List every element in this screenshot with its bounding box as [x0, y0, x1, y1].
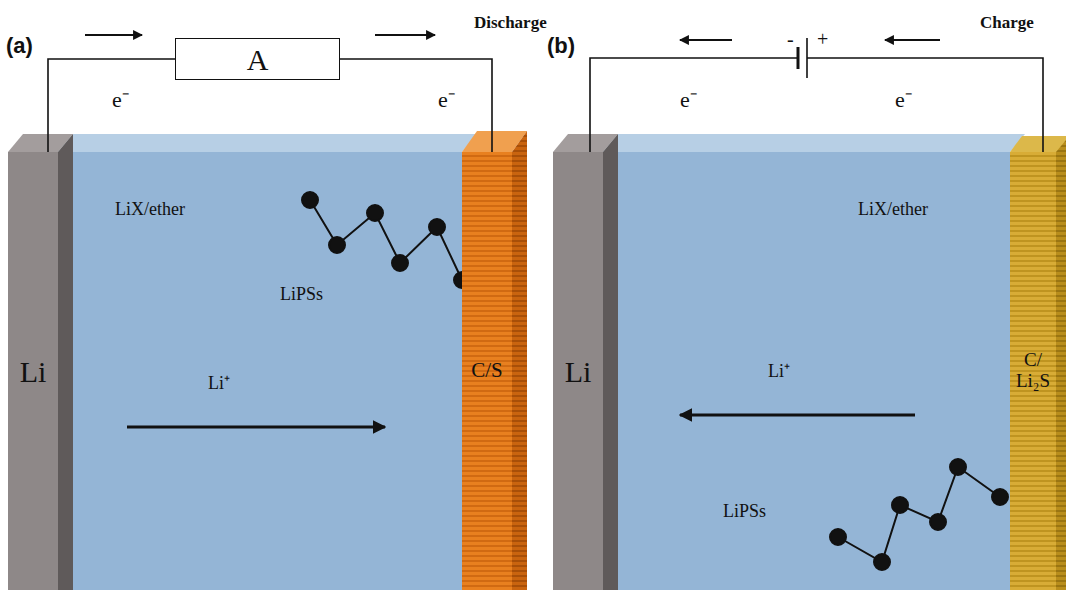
region-text: LiX/ether: [115, 200, 185, 220]
electrolyte-top: [603, 134, 1025, 152]
electron-arrow: [375, 34, 435, 36]
cathode-top: [1010, 136, 1066, 152]
region-text: LiPSs: [723, 502, 766, 522]
electrolyte-body: [58, 152, 462, 590]
circuit-wire: [340, 59, 492, 152]
panel-label: (b): [547, 34, 575, 58]
electron-label: e⁻: [895, 88, 912, 112]
electron-arrow: [680, 39, 732, 41]
ion-arrow: [127, 426, 385, 429]
electrolyte-region: LiX/etherLiPSs Li⁺: [603, 152, 1010, 590]
electrolyte-region: LiX/etherLiPSsLi⁺: [58, 152, 462, 590]
box-label: A: [247, 43, 269, 76]
electron-arrow: [85, 34, 142, 36]
electrode-label: C/ Li₂S: [1013, 350, 1053, 392]
circuit-wire: [590, 58, 1043, 152]
ion-arrow: [680, 414, 915, 417]
mode-label: Discharge: [474, 14, 547, 33]
electrode-label: Li: [565, 355, 592, 388]
region-text: LiPSs: [280, 285, 323, 305]
polysulfide-chain: [830, 459, 1008, 570]
sulfur-cathode: C/S: [462, 152, 512, 590]
cathode-side: [1056, 140, 1066, 590]
battery-symbol: [798, 38, 807, 78]
region-text: LiX/ether: [858, 200, 928, 220]
polarity-sign: +: [817, 28, 828, 50]
lithium-anode: Li: [8, 152, 58, 590]
electrolyte-top: [58, 134, 477, 152]
electrode-label: C/S: [471, 359, 503, 382]
polysulfide-chain: [302, 192, 470, 288]
region-text: Li⁺: [768, 362, 790, 382]
electron-label: e⁻: [438, 88, 455, 112]
region-text: Li⁺: [208, 374, 230, 394]
electrolyte-body: [603, 152, 1010, 590]
li2s-cathode: C/ Li₂S: [1010, 152, 1056, 590]
electron-label: e⁻: [680, 88, 697, 112]
circuit-wire: [48, 59, 175, 152]
panel-label: (a): [6, 34, 33, 58]
electron-label: e⁻: [112, 88, 129, 112]
electrode-label: Li: [20, 355, 47, 388]
load-box: A: [175, 38, 340, 80]
electron-arrow: [885, 39, 940, 41]
mode-label: Charge: [980, 14, 1034, 33]
anode-side: [603, 134, 618, 590]
anode-side: [58, 134, 73, 590]
cathode-side: [512, 131, 527, 590]
polarity-sign: -: [787, 28, 794, 50]
lithium-anode: Li: [553, 152, 603, 590]
